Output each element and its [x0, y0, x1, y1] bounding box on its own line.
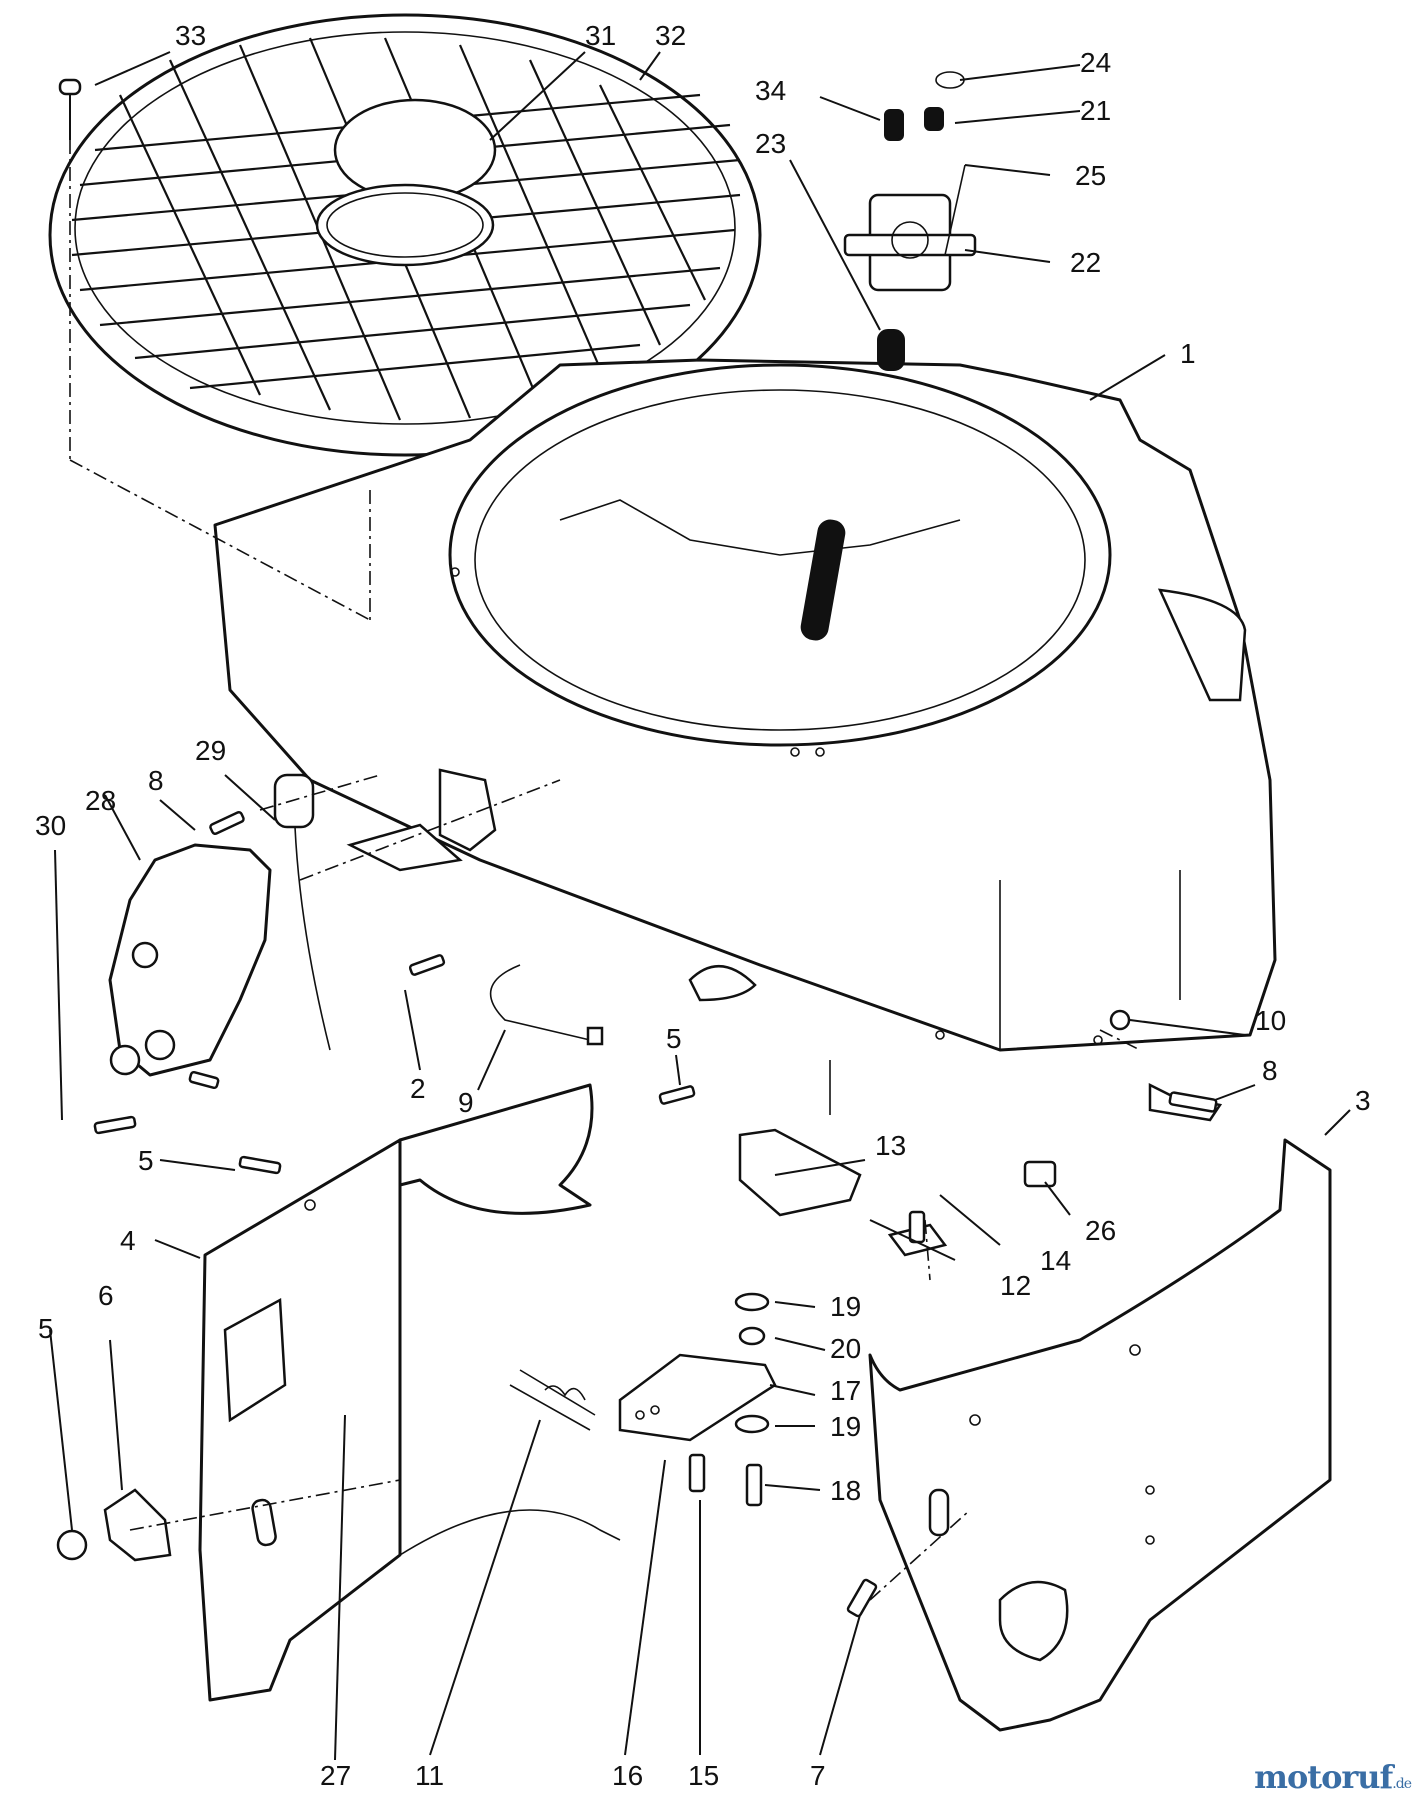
connector-26	[1023, 1160, 1057, 1188]
shroud-right	[868, 1138, 1332, 1732]
watermark-suffix: .de	[1392, 1776, 1412, 1792]
watermark: motoruf.de	[1254, 1758, 1412, 1796]
callout-23: 23	[755, 128, 786, 159]
blower-housing	[213, 358, 1277, 1115]
callout-2: 2	[410, 1073, 426, 1104]
callout-21: 21	[1080, 95, 1111, 126]
callout-5b: 5	[138, 1145, 154, 1176]
callout-29: 29	[195, 735, 226, 766]
callout-25: 25	[1075, 160, 1106, 191]
callout-31: 31	[585, 20, 616, 51]
callout-19b: 19	[830, 1411, 861, 1442]
housing-spout	[800, 519, 846, 641]
callout-30: 30	[35, 810, 66, 841]
ignition-module	[108, 773, 331, 1077]
callout-5c: 5	[38, 1313, 54, 1344]
callout-12: 12	[1000, 1270, 1031, 1301]
screws	[58, 78, 1218, 1618]
callout-7: 7	[810, 1760, 826, 1791]
fuel-pump	[843, 71, 977, 371]
callout-15: 15	[688, 1760, 719, 1791]
callout-17: 17	[830, 1375, 861, 1406]
callout-19a: 19	[830, 1291, 861, 1322]
callout-8b: 8	[1262, 1055, 1278, 1086]
callout-1: 1	[1180, 338, 1196, 369]
callout-24: 24	[1080, 47, 1111, 78]
callout-33: 33	[175, 20, 206, 51]
callout-18: 18	[830, 1475, 861, 1506]
alignment-lines	[69, 140, 1141, 1601]
grille-screen	[48, 13, 762, 457]
callout-labels: 1 2 3 4 5 5 5 6 7 8 8 9 10 11 12 13 14 1…	[35, 20, 1371, 1791]
callout-3: 3	[1355, 1085, 1371, 1116]
leader-lines	[49, 51, 1351, 1761]
wire-terminal-9	[586, 1026, 604, 1046]
cap-21	[924, 107, 944, 131]
callout-13: 13	[875, 1130, 906, 1161]
hose-34	[884, 109, 904, 141]
callout-8a: 8	[148, 765, 164, 796]
callout-28: 28	[85, 785, 116, 816]
condenser-29	[273, 773, 315, 829]
callout-27: 27	[320, 1760, 351, 1791]
callout-14: 14	[1040, 1245, 1071, 1276]
callout-11: 11	[415, 1760, 444, 1791]
callout-6: 6	[98, 1280, 114, 1311]
callout-9: 9	[458, 1087, 474, 1118]
callout-32: 32	[655, 20, 686, 51]
watermark-text: motoruf	[1254, 1758, 1393, 1796]
callout-26: 26	[1085, 1215, 1116, 1246]
callout-20: 20	[830, 1333, 861, 1364]
shroud-left	[198, 1083, 621, 1702]
callout-5a: 5	[666, 1023, 682, 1054]
callout-16: 16	[612, 1760, 643, 1791]
callout-22: 22	[1070, 247, 1101, 278]
callout-10: 10	[1255, 1005, 1286, 1036]
callout-4: 4	[120, 1225, 136, 1256]
hose-23	[877, 329, 905, 371]
callout-34: 34	[755, 75, 786, 106]
